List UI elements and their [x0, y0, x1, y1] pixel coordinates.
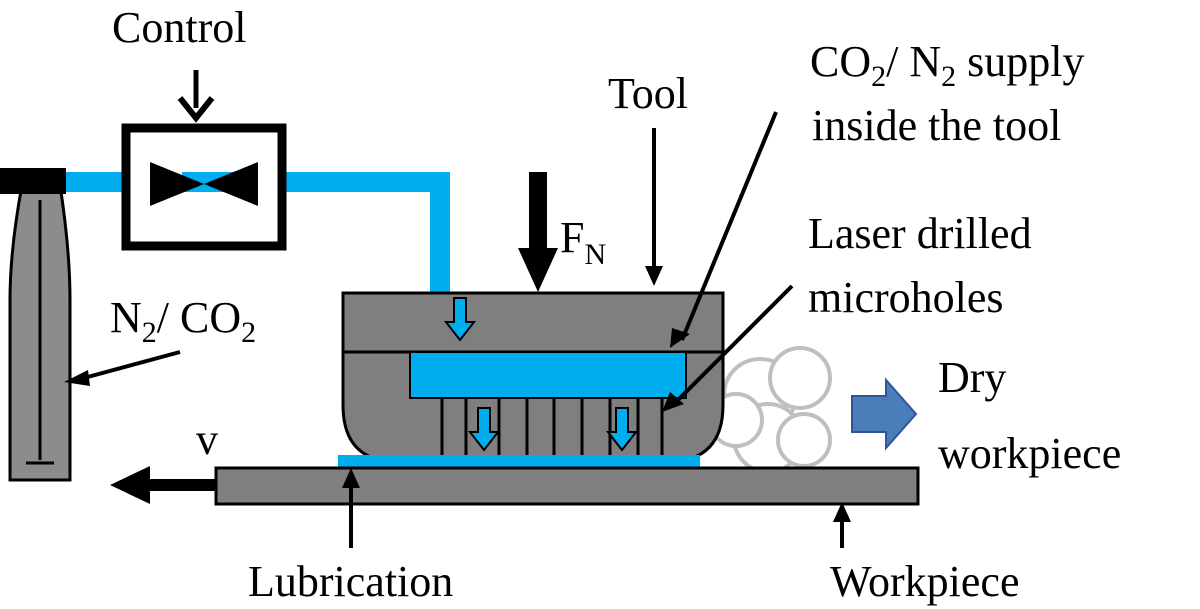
gas-pointer	[64, 350, 181, 386]
label-dry-line2: workpiece	[938, 429, 1121, 478]
microholes	[440, 398, 664, 458]
cylinder-valve	[0, 168, 66, 194]
microholes-pointer	[662, 284, 794, 412]
label-supply-line1: CO2/ N2 supply	[810, 37, 1084, 93]
label-tool: Tool	[608, 69, 688, 118]
label-gas: N2/ CO2	[110, 293, 256, 349]
label-workpiece: Workpiece	[830, 557, 1019, 606]
label-control: Control	[112, 3, 246, 52]
workpiece-bar	[214, 466, 920, 506]
dry-arrow-icon	[851, 377, 918, 451]
internal-channel	[409, 351, 687, 399]
flow-arrows	[443, 297, 639, 452]
gas-cylinder	[0, 168, 72, 482]
label-velocity: v	[196, 415, 218, 464]
control-valve	[121, 70, 287, 251]
lubrication-pointer	[342, 468, 360, 548]
cloud-icon	[708, 346, 832, 474]
supply-pointer	[670, 111, 778, 348]
label-dry-line1: Dry	[938, 353, 1006, 402]
label-lubrication: Lubrication	[248, 557, 453, 606]
force-arrow	[518, 172, 558, 292]
label-force: FN	[560, 213, 606, 271]
label-supply-line2: inside the tool	[812, 101, 1061, 150]
label-laser-line1: Laser drilled	[808, 209, 1032, 258]
tool-body	[338, 291, 725, 468]
velocity-arrow	[110, 466, 216, 504]
label-laser-line2: microholes	[808, 273, 1004, 322]
tool-pointer	[645, 128, 663, 286]
lubrication-film	[338, 455, 700, 468]
workpiece-pointer	[833, 502, 851, 548]
